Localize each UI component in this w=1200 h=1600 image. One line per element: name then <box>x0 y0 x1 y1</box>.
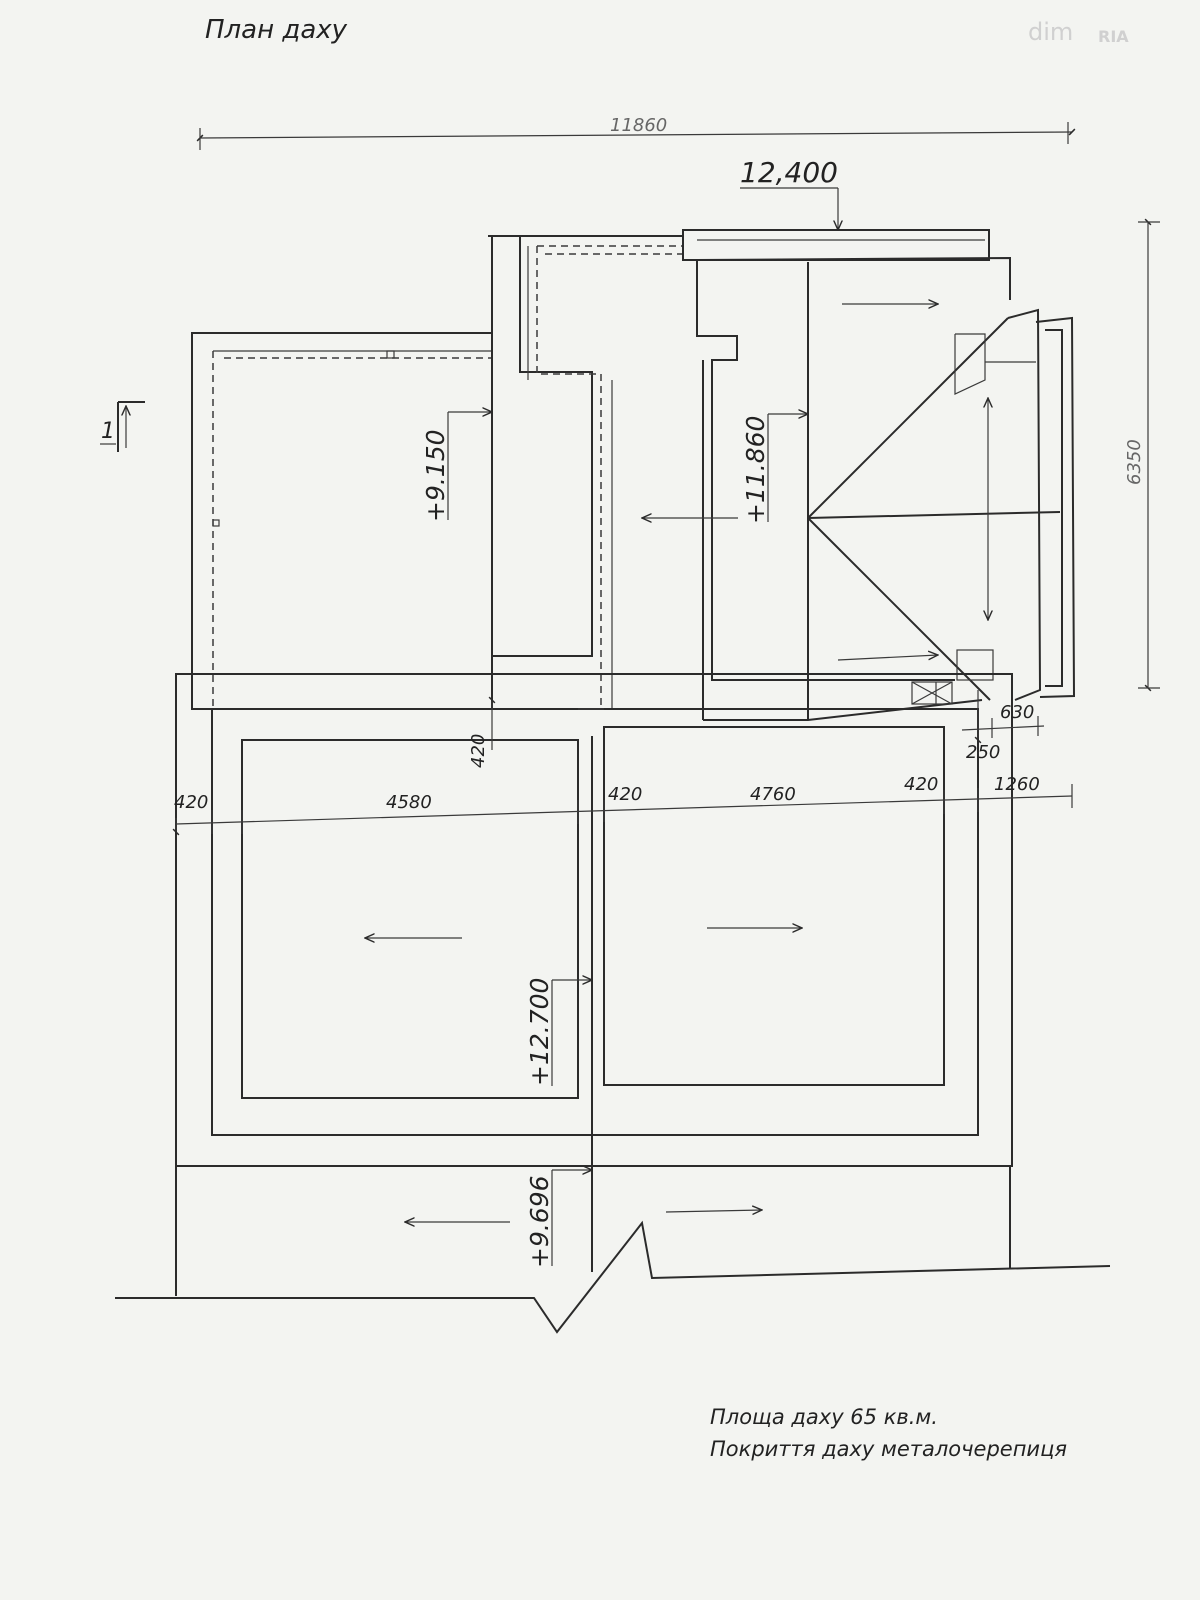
elevation-lower-block-label: +9.696 <box>525 1175 554 1268</box>
dim-4580: 4580 <box>386 792 432 813</box>
elevation-main-ridge-label: +12.700 <box>525 978 554 1086</box>
elevation-main-ridge: +12.700 <box>525 978 592 1086</box>
dim-420-right: 420 <box>904 774 938 795</box>
dim-420-top-group: 420 <box>468 696 496 768</box>
overall-height-dimension: 6350 <box>1124 218 1160 692</box>
right-upper-block <box>682 229 1076 721</box>
elevation-ridge-top-label: 12,400 <box>740 156 838 189</box>
elevation-ridge-top: 12,400 <box>740 156 838 230</box>
roof-covering-note: Покриття даху металочерепиця <box>710 1437 1067 1461</box>
middle-block <box>488 235 683 710</box>
overall-height-label: 6350 <box>1124 439 1145 485</box>
plan-title: План даху <box>205 15 348 45</box>
dim-1260: 1260 <box>994 774 1040 795</box>
slope-arrow-right-lower <box>665 1210 762 1212</box>
roof-area-note: Площа даху 65 кв.м. <box>710 1405 938 1429</box>
elevation-left-block-label: +9.150 <box>421 429 450 522</box>
elevation-left-block: +9.150 <box>421 412 492 522</box>
dim-250: 250 <box>966 742 1000 763</box>
overall-width-label: 11860 <box>610 115 667 136</box>
dim-4760: 4760 <box>750 784 796 805</box>
elevation-right-block: +11.860 <box>741 414 808 524</box>
dim-630: 630 <box>1000 702 1034 723</box>
elevation-right-block-label: +11.860 <box>741 416 770 524</box>
dimension-chain: 420 4580 420 4760 420 1260 <box>172 774 1073 836</box>
section-marker-label: 1 <box>101 419 115 444</box>
dim-420-mid: 420 <box>608 784 642 805</box>
slope-arrow-right-bottom <box>837 655 938 661</box>
dim-small-group: 630 250 <box>961 690 1045 763</box>
overall-width-dimension: 11860 <box>196 115 1076 150</box>
ground-line <box>115 1220 1111 1334</box>
watermark-ria: RIA <box>1098 27 1129 46</box>
dim-420-top: 420 <box>468 734 489 768</box>
dim-420-left: 420 <box>174 792 208 813</box>
watermark-dim: dim <box>1028 18 1073 46</box>
watermark-logo: dim RIA <box>1028 18 1129 46</box>
main-block <box>175 673 1013 1296</box>
slope-arrows <box>365 304 988 1222</box>
elevation-lower-block: +9.696 <box>525 1170 592 1268</box>
section-marker: 1 <box>100 401 145 452</box>
